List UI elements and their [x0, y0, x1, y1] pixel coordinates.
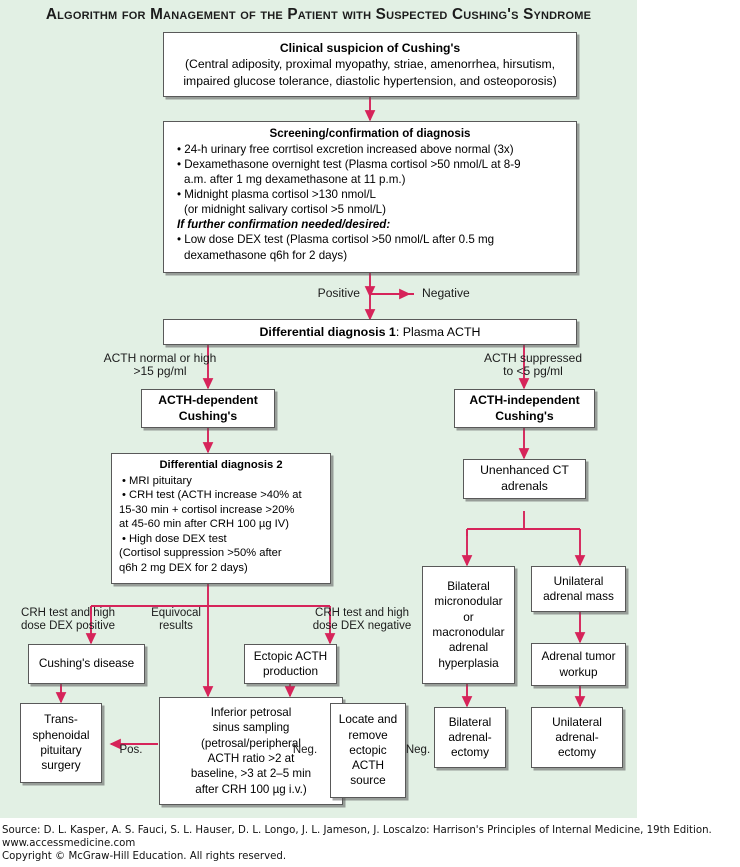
- bilateral-hyperplasia-line3: or: [463, 609, 474, 624]
- bilateral-adrenalectomy-line3: ectomy: [450, 745, 490, 760]
- acth-dependent-line2: Cushing's: [178, 408, 238, 423]
- cushings-disease-line1: Cushing's disease: [38, 656, 135, 671]
- box-bilateral-adrenalectomy: Bilateral adrenal- ectomy: [434, 707, 506, 768]
- box-clinical-suspicion: Clinical suspicion of Cushing's (Central…: [163, 32, 577, 97]
- locate-remove-line2: remove: [348, 727, 388, 742]
- box-acth-independent: ACTH-independent Cushing's: [454, 389, 595, 428]
- bilateral-hyperplasia-line4: macronodular: [432, 625, 505, 639]
- adrenal-tumor-workup-line2: workup: [559, 664, 598, 679]
- differential1-rest: : Plasma ACTH: [395, 325, 481, 339]
- source-footer: Source: D. L. Kasper, A. S. Fauci, S. L.…: [2, 824, 738, 863]
- bilateral-hyperplasia-line5: adrenal: [448, 640, 489, 655]
- screening-bullet-1: 24-h urinary free corrtisol excretion in…: [174, 142, 566, 157]
- locate-remove-line3: ectopic: [349, 742, 387, 757]
- box-acth-dependent: ACTH-dependent Cushing's: [141, 389, 275, 428]
- edge-label-equivocal-results: Equivocal results: [151, 607, 201, 632]
- differential2-heading: Differential diagnosis 2: [159, 459, 283, 471]
- clinical-suspicion-line2: impaired glucose tolerance, diastolic hy…: [183, 73, 557, 88]
- footer-line-3: Copyright © McGraw-Hill Education. All r…: [2, 851, 287, 863]
- box-locate-remove-ectopic-source: Locate and remove ectopic ACTH source: [330, 703, 406, 798]
- unilateral-mass-line1: Unilateral: [553, 573, 604, 588]
- box-unilateral-adrenalectomy: Unilateral adrenal- ectomy: [531, 707, 623, 768]
- differential2-bullet-2: CRH test (ACTH increase >40% at: [119, 488, 323, 503]
- box-cushings-disease: Cushing's disease: [28, 644, 145, 684]
- box-transsphenoidal-surgery: Trans- sphenoidal pituitary surgery: [20, 703, 102, 783]
- ipss-line5: baseline, >3 at 2–5 min: [190, 767, 312, 781]
- ectopic-acth-line2: production: [262, 664, 319, 678]
- clinical-suspicion-line1: (Central adiposity, proximal myopathy, s…: [184, 57, 556, 72]
- box-differential-diagnosis-2: Differential diagnosis 2 MRI pituitary C…: [111, 453, 331, 584]
- edge-label-crh-dex-negative: CRH test and high dose DEX negative: [312, 607, 412, 632]
- acth-independent-line1: ACTH-independent: [469, 392, 580, 407]
- differential2-bullet-1: MRI pituitary: [119, 474, 323, 489]
- unilateral-adrenalectomy-line2: adrenal-: [555, 729, 599, 744]
- bilateral-hyperplasia-line6: hyperplasia: [438, 655, 499, 670]
- edge-label-neg-right: Neg.: [405, 744, 431, 756]
- unenhanced-ct-line1: Unenhanced CT: [480, 463, 569, 478]
- clinical-suspicion-heading: Clinical suspicion of Cushing's: [279, 41, 461, 56]
- edge-label-neg-left: Neg.: [292, 744, 318, 756]
- edge-label-negative: Negative: [422, 286, 470, 300]
- transsphenoidal-line2: sphenoidal: [32, 727, 90, 742]
- unilateral-adrenalectomy-line3: ectomy: [557, 745, 597, 760]
- unenhanced-ct-line2: adrenals: [501, 479, 548, 493]
- differential2-bullet-2-cont: 15-30 min + cortisol increase >20%: [119, 503, 295, 516]
- box-differential-diagnosis-1: Differential diagnosis 1: Plasma ACTH: [163, 319, 577, 345]
- transsphenoidal-line4: surgery: [41, 758, 81, 773]
- screening-heading: Screening/confirmation of diagnosis: [269, 127, 471, 140]
- edge-label-acth-suppressed: ACTH suppressed to <5 pg/ml: [483, 351, 583, 379]
- locate-remove-line5: source: [350, 773, 386, 788]
- transsphenoidal-line3: pituitary: [40, 743, 82, 757]
- diagram-title: Algorithm for Management of the Patient …: [45, 6, 592, 23]
- edge-label-positive: Positive: [317, 286, 360, 300]
- ipss-line4: ACTH ratio >2 at: [207, 752, 295, 765]
- bilateral-hyperplasia-line2: micronodular: [434, 594, 503, 609]
- box-screening-confirmation: Screening/confirmation of diagnosis 24-h…: [163, 121, 577, 273]
- unilateral-mass-line2: adrenal mass: [543, 589, 614, 603]
- box-inferior-petrosal-sinus-sampling: Inferior petrosal sinus sampling (petros…: [159, 697, 343, 805]
- differential2-bullet-2-cont2: at 45-60 min after CRH 100 µg IV): [119, 518, 289, 531]
- box-unenhanced-ct: Unenhanced CT adrenals: [463, 459, 586, 499]
- acth-dependent-line1: ACTH-dependent: [158, 392, 258, 407]
- differential2-bullet-3-cont2: q6h 2 mg DEX for 2 days): [119, 561, 248, 574]
- screening-bullet-4-cont: dexamethasone q6h for 2 days): [184, 248, 348, 262]
- ipss-line2: sinus sampling: [212, 721, 290, 735]
- edge-label-crh-dex-positive: CRH test and high dose DEX positive: [21, 607, 115, 632]
- differential2-bullet-3: High dose DEX test: [119, 532, 323, 547]
- screening-bullet-2: Dexamethasone overnight test (Plasma cor…: [174, 157, 566, 172]
- box-unilateral-adrenal-mass: Unilateral adrenal mass: [531, 566, 626, 612]
- screening-bullet-2-cont: a.m. after 1 mg dexamethasone at 11 p.m.…: [184, 173, 406, 187]
- edge-label-acth-normal-or-high: ACTH normal or high >15 pg/ml: [103, 351, 217, 379]
- locate-remove-line4: ACTH: [351, 758, 385, 773]
- footer-line-2: www.accessmedicine.com: [2, 838, 136, 850]
- ipss-line3: (petrosal/peripheral: [201, 736, 301, 750]
- box-bilateral-hyperplasia: Bilateral micronodular or macronodular a…: [422, 566, 515, 684]
- ectopic-acth-line1: Ectopic ACTH: [253, 648, 328, 663]
- locate-remove-line1: Locate and: [338, 712, 398, 727]
- adrenal-tumor-workup-line1: Adrenal tumor: [541, 649, 616, 664]
- box-ectopic-acth-production: Ectopic ACTH production: [244, 644, 337, 684]
- bilateral-hyperplasia-line1: Bilateral: [447, 579, 490, 594]
- footer-line-1: Source: D. L. Kasper, A. S. Fauci, S. L.…: [2, 825, 712, 836]
- ipss-line6: after CRH 100 µg i.v.): [195, 782, 307, 796]
- screening-bullet-4: Low dose DEX test (Plasma cortisol >50 n…: [174, 232, 566, 247]
- acth-independent-line2: Cushing's: [495, 408, 554, 423]
- bilateral-adrenalectomy-line1: Bilateral: [448, 714, 492, 729]
- transsphenoidal-line1: Trans-: [44, 712, 78, 727]
- screening-bullet-3-cont: (or midnight salivary cortisol >5 nmol/L…: [184, 203, 386, 217]
- box-adrenal-tumor-workup: Adrenal tumor workup: [531, 643, 626, 686]
- ipss-line1: Inferior petrosal: [210, 706, 292, 720]
- differential2-bullet-3-cont: (Cortisol suppression >50% after: [119, 547, 282, 560]
- differential1-heading: Differential diagnosis 1: [259, 325, 396, 339]
- unilateral-adrenalectomy-line1: Unilateral: [552, 714, 602, 729]
- screening-bullet-3: Midnight plasma cortisol >130 nmol/L: [174, 187, 566, 202]
- bilateral-adrenalectomy-line2: adrenal-: [448, 729, 492, 744]
- edge-label-pos: Pos.: [119, 744, 143, 756]
- screening-note: If further confirmation needed/desired:: [177, 218, 391, 232]
